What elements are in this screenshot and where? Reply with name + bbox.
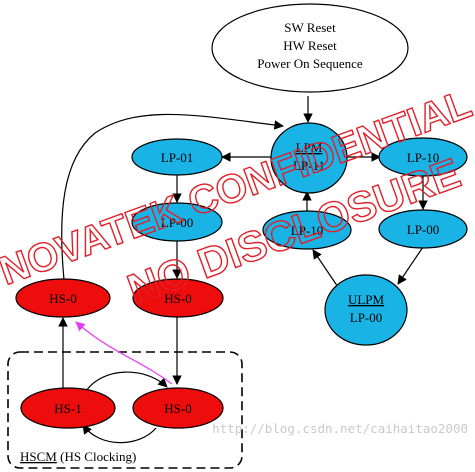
hs0-left-label: HS-0 xyxy=(49,291,76,306)
ulpm-state: LP-00 xyxy=(350,310,383,325)
edge-lp00right-to-ulpm xyxy=(397,246,424,285)
hs0-bottom-label: HS-0 xyxy=(164,401,191,416)
reset-line-3: Power On Sequence xyxy=(257,56,363,71)
lpm-title: LPM xyxy=(296,140,323,155)
lpm-node: LPM LP-11 xyxy=(270,122,348,194)
lpm-state: LP-11 xyxy=(293,158,325,173)
reset-node: SW Reset HW Reset Power On Sequence xyxy=(211,3,409,93)
reset-line-1: SW Reset xyxy=(284,20,336,35)
hscm-label: HSCM (HS Clocking) xyxy=(20,449,136,464)
lp00-left-node: LP-00 xyxy=(131,202,223,242)
lp00-left-label: LP-00 xyxy=(161,215,194,230)
hs1-node: HS-1 xyxy=(20,387,116,429)
lp10-top-node: LP-10 xyxy=(378,137,468,177)
edge-hs0bottom-to-hs1 xyxy=(82,424,157,444)
reset-line-2: HW Reset xyxy=(283,38,337,53)
lp10-top-label: LP-10 xyxy=(407,150,440,165)
lp01-label: LP-01 xyxy=(161,150,194,165)
hs0-bottom-node: HS-0 xyxy=(132,387,224,429)
lp00-right-node: LP-00 xyxy=(378,209,468,249)
hscm-label-rest: (HS Clocking) xyxy=(57,449,136,464)
lp10-left-node: LP-10 xyxy=(262,210,352,250)
edges xyxy=(58,96,428,444)
hs0-mid-label: HS-0 xyxy=(164,291,191,306)
lp01-node: LP-01 xyxy=(131,138,223,176)
edge-hs1-to-hs0bottom xyxy=(85,371,168,392)
edge-ulpm-to-lp10left xyxy=(312,249,341,291)
hscm-group-box xyxy=(7,351,243,469)
ulpm-node: ULPM LP-00 xyxy=(324,274,408,346)
hs0-mid-node: HS-0 xyxy=(132,278,224,318)
lp00-right-label: LP-00 xyxy=(407,222,440,237)
hscm-label-underlined: HSCM xyxy=(20,449,57,464)
lp10-left-label: LP-10 xyxy=(291,223,324,238)
source-url-watermark: http://blog.csdn.net/caihaitao2000 xyxy=(212,421,468,436)
hs0-left-node: HS-0 xyxy=(15,278,111,318)
edge-hs0left-to-lpm xyxy=(61,113,284,281)
edge-magenta-hs0bottom-to-hs0left xyxy=(75,321,173,385)
hs1-label: HS-1 xyxy=(54,401,81,416)
ulpm-title: ULPM xyxy=(348,292,385,307)
